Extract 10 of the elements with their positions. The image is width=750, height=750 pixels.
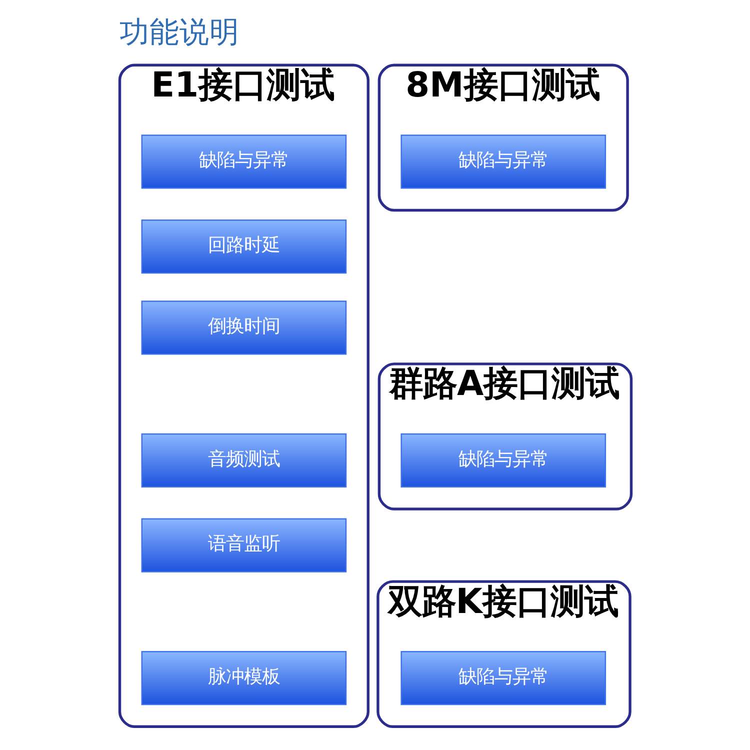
node-box: 倒换时间 (140, 300, 346, 355)
node-box: 音频测试 (140, 433, 346, 488)
node-box: 缺陷与异常 (400, 134, 606, 189)
node-box: 脉冲模板 (140, 651, 346, 706)
diagram-title: 功能说明 (118, 15, 239, 50)
node-box: 回路时延 (140, 219, 346, 274)
node-box: 缺陷与异常 (400, 651, 606, 706)
node-box: 缺陷与异常 (140, 134, 346, 189)
node-box: 缺陷与异常 (400, 433, 606, 488)
node-box: 语音监听 (140, 518, 346, 572)
